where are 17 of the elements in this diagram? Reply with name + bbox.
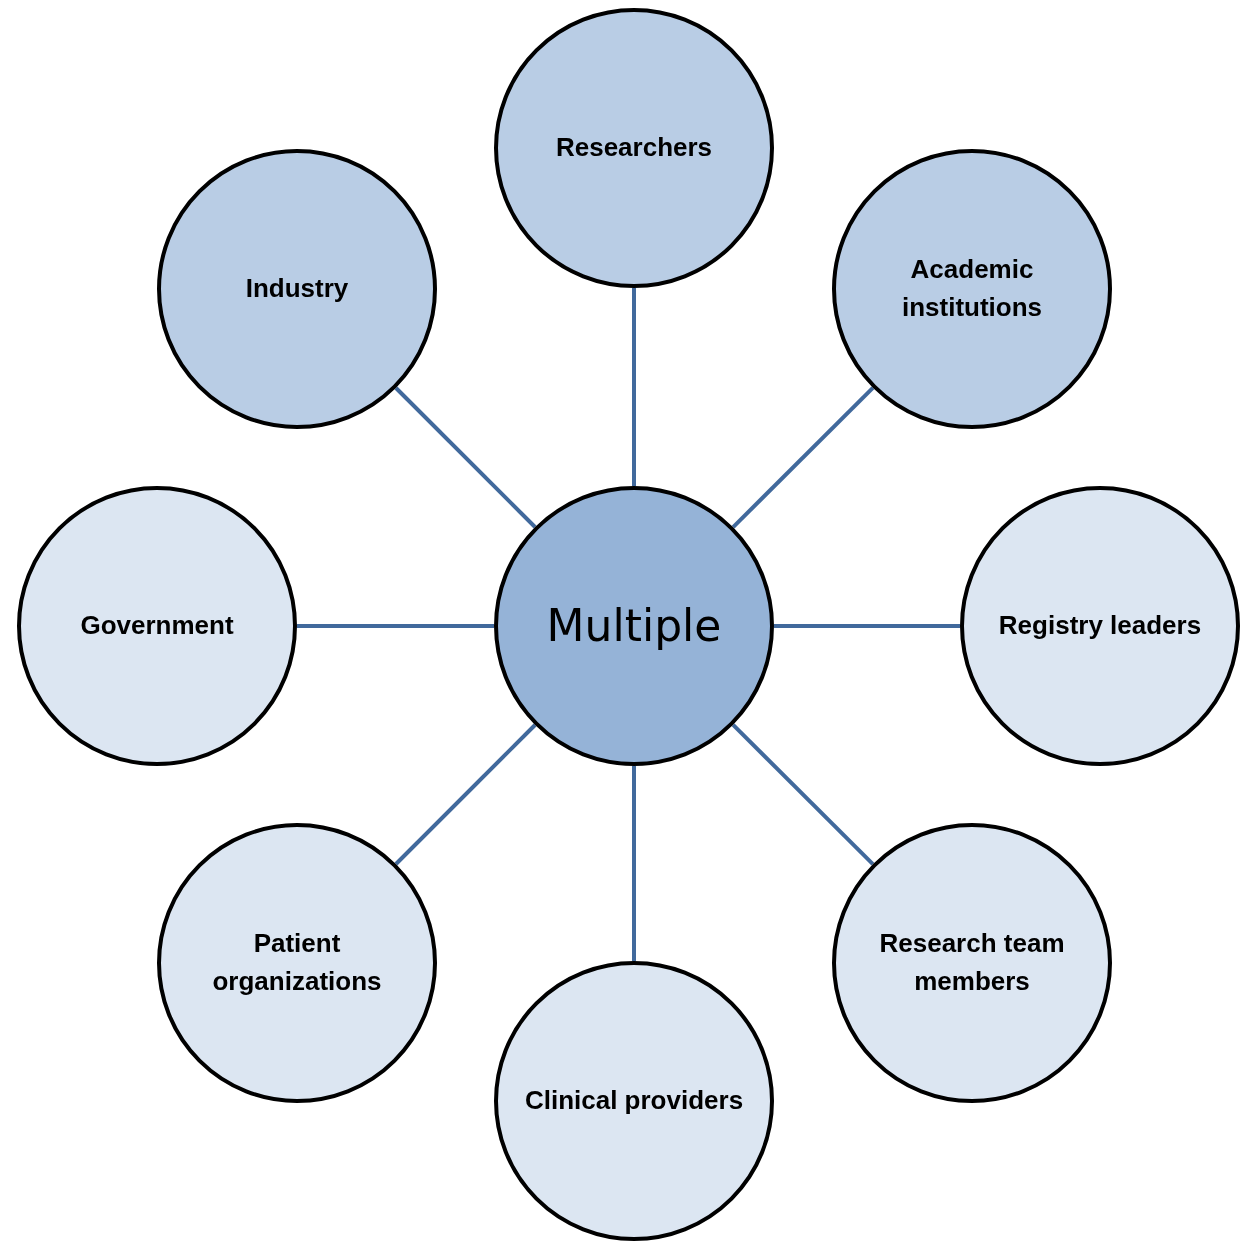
circle-label: Clinical providers — [524, 1084, 744, 1118]
connector-line — [632, 766, 636, 961]
circle-label: Patient organizations — [211, 927, 383, 998]
circle-label: Registry leaders — [998, 609, 1202, 643]
connector-line — [774, 624, 960, 628]
connector-line — [394, 723, 537, 866]
circle-label: Research team members — [878, 927, 1066, 998]
connector-line — [297, 624, 494, 628]
connector-line — [394, 386, 537, 529]
circle-label: Industry — [245, 272, 349, 306]
connector-line — [632, 288, 636, 486]
circle-label: Researchers — [555, 131, 713, 165]
connector-line — [731, 386, 875, 529]
circle-label: Multiple — [546, 599, 722, 654]
circle-label: Academic institutions — [900, 253, 1044, 324]
connector-line — [731, 723, 875, 866]
circle-label: Government — [80, 609, 234, 643]
